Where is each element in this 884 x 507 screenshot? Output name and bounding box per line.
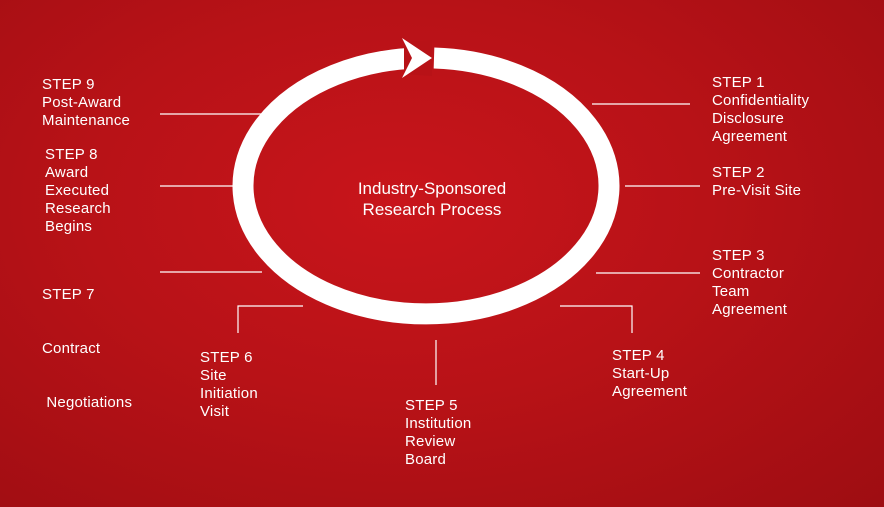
cycle-arrowhead-tip (402, 38, 432, 78)
step-8-number: STEP 8 (45, 146, 98, 163)
step-5-number: STEP 5 (405, 397, 458, 414)
step-7-number: STEP 7 (42, 286, 95, 303)
step-4-number: STEP 4 (612, 347, 665, 364)
step-4-label: STEP 4 Start-Up Agreement (612, 347, 687, 401)
connector-step-6 (237, 305, 303, 333)
step-4-line-2: Agreement (612, 383, 688, 400)
step-6-line-2: Initiation (200, 385, 258, 402)
step-9-number: STEP 9 (42, 76, 95, 93)
step-8-line-3: Research (45, 200, 111, 217)
step-8-line-2: Executed (45, 182, 110, 199)
step-2-number: STEP 2 (712, 164, 765, 181)
step-5-label: STEP 5 Institution Review Board (405, 397, 471, 469)
diagram-title: Industry-Sponsored Research Process (300, 178, 564, 220)
step-9-label: STEP 9 Post-Award Maintenance (42, 76, 130, 130)
step-3-line-3: Agreement (712, 301, 788, 318)
step-6-number: STEP 6 (200, 349, 253, 366)
step-9-line-2: Maintenance (42, 112, 131, 129)
step-3-number: STEP 3 (712, 247, 765, 264)
step-5-line-1: Institution (405, 415, 472, 432)
step-6-line-1: Site (200, 367, 227, 384)
step-9-line-1: Post-Award (42, 94, 122, 111)
step-5-line-3: Board (405, 451, 447, 468)
step-3-label: STEP 3 Contractor Team Agreement (712, 247, 787, 319)
step-5-line-2: Review (405, 433, 456, 450)
step-7-line-1: Contract (42, 340, 101, 357)
step-2-line-1: Pre-Visit Site (712, 182, 802, 199)
connector-lines (160, 103, 700, 385)
step-1-line-2: Disclosure (712, 110, 785, 127)
cycle-ring (232, 47, 620, 325)
step-2-label: STEP 2 Pre-Visit Site (712, 164, 801, 200)
step-1-label: STEP 1 Confidentiality Disclosure Agreem… (712, 74, 809, 146)
step-6-line-3: Visit (200, 403, 230, 420)
step-7-line-2: Negotiations (42, 394, 133, 411)
step-3-line-1: Contractor (712, 265, 785, 282)
step-4-line-1: Start-Up (612, 365, 670, 382)
step-1-line-3: Agreement (712, 128, 788, 145)
step-7-label: STEP 7 Contract Negotiations (42, 250, 132, 430)
step-1-line-1: Confidentiality (712, 92, 810, 109)
step-3-line-2: Team (712, 283, 750, 300)
step-8-line-4: Begins (45, 218, 93, 235)
step-6-label: STEP 6 Site Initiation Visit (200, 349, 258, 421)
connector-step-4 (560, 305, 633, 333)
step-8-label: STEP 8 Award Executed Research Begins (45, 146, 111, 236)
step-8-line-1: Award (45, 164, 89, 181)
diagram-title-line-2: Research Process (362, 200, 502, 219)
diagram-title-line-1: Industry-Sponsored (357, 179, 507, 198)
step-1-number: STEP 1 (712, 74, 765, 91)
